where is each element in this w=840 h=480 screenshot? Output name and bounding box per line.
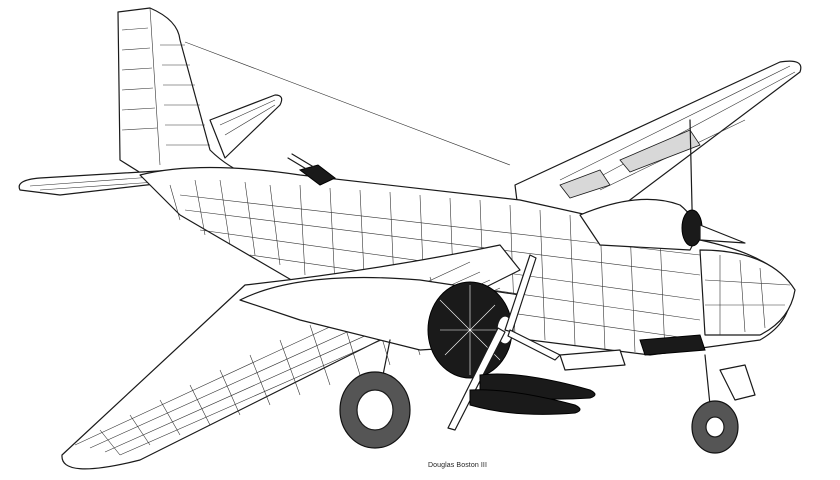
antenna-wire (184, 41, 511, 166)
right-stabilizer (209, 94, 283, 159)
bomb-lower (469, 389, 581, 415)
vertical-tail (117, 7, 261, 186)
figure-caption: Douglas Boston III (428, 462, 487, 469)
glazed-nose (699, 249, 796, 336)
propeller-blade-right (507, 329, 561, 361)
